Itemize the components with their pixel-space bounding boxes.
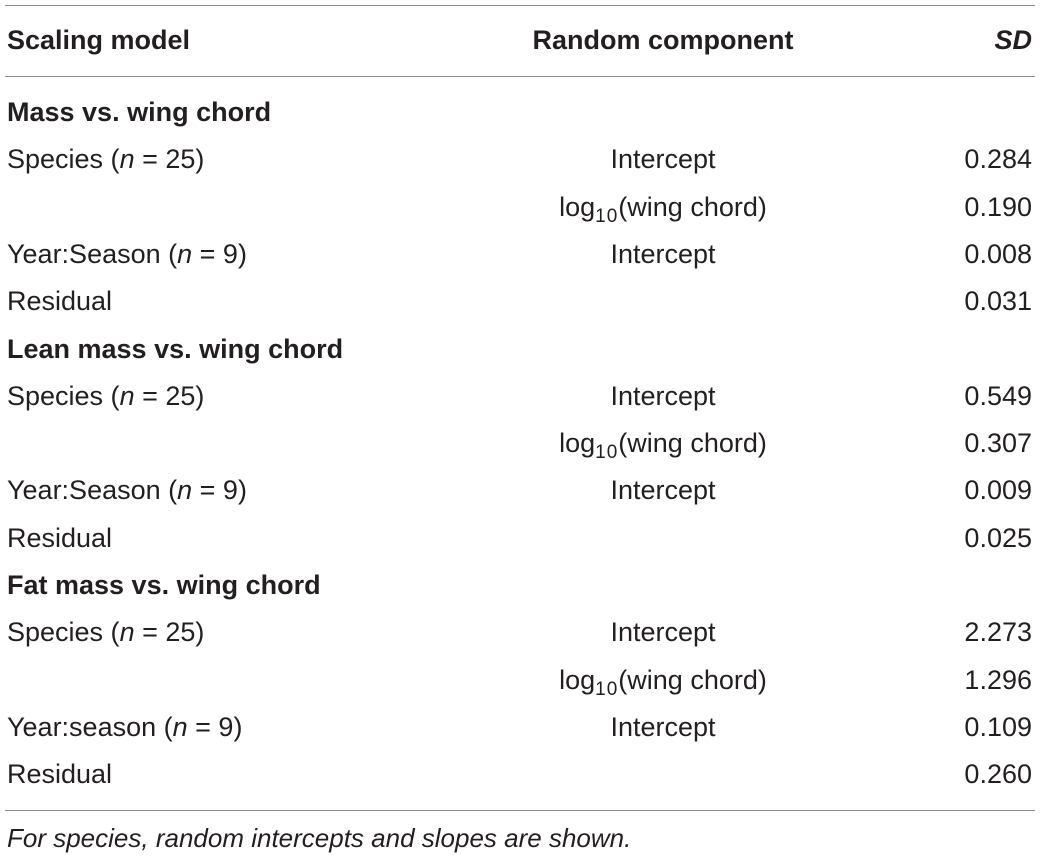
sd-value: 0.284 <box>964 144 1032 175</box>
random-component-cell: Intercept <box>498 136 828 183</box>
sample-size-symbol: n <box>177 475 193 506</box>
sample-size-symbol: n <box>172 711 188 742</box>
top-rule <box>5 5 1035 6</box>
random-component-cell: Intercept <box>498 467 828 514</box>
component-term: (wing chord) <box>618 191 767 222</box>
table-header: Scaling model Random component SD <box>0 17 1040 64</box>
component-label: log <box>559 664 596 695</box>
random-component-cell: Intercept <box>498 704 828 751</box>
table-row: Species (n = 25) Intercept 0.549 <box>0 373 1040 420</box>
model-label: Species ( <box>7 617 120 648</box>
table-footnote: For species, random intercepts and slope… <box>7 823 632 853</box>
sd-value: 0.260 <box>964 759 1032 790</box>
scaling-model-cell: Species (n = 25) <box>7 373 204 420</box>
model-label: Species ( <box>7 380 120 411</box>
random-component-cell: log10(wing chord) <box>498 657 828 704</box>
sample-size-symbol: n <box>177 238 193 269</box>
table-row: log10(wing chord) 1.296 <box>0 657 1040 704</box>
model-label: Residual <box>7 759 113 790</box>
component-label: Intercept <box>610 475 716 506</box>
header-random-component: Random component <box>532 25 794 55</box>
table-row: log10(wing chord) 0.307 <box>0 420 1040 467</box>
component-label: Intercept <box>610 711 716 742</box>
table-row: log10(wing chord) 0.190 <box>0 184 1040 231</box>
header-sd: SD <box>994 25 1032 55</box>
sd-value: 0.307 <box>964 428 1032 459</box>
table-row: Year:Season (n = 9) Intercept 0.008 <box>0 231 1040 278</box>
table-row: Species (n = 25) Intercept 0.284 <box>0 136 1040 183</box>
random-component-cell: log10(wing chord) <box>498 184 828 231</box>
scaling-model-cell: Year:Season (n = 9) <box>7 467 247 514</box>
bottom-rule <box>5 810 1035 811</box>
random-component-cell: Intercept <box>498 609 828 656</box>
sample-size-value: = 25) <box>134 144 205 175</box>
sample-size-value: = 9) <box>187 711 243 742</box>
sample-size-symbol: n <box>119 617 135 648</box>
log-base-subscript: 10 <box>595 205 619 227</box>
section-title: Lean mass vs. wing chord <box>7 333 344 364</box>
sd-value: 1.296 <box>964 664 1032 695</box>
sample-size-value: = 25) <box>134 380 205 411</box>
sd-value: 0.031 <box>964 286 1032 317</box>
header-rule <box>5 76 1035 77</box>
sd-value: 0.008 <box>964 238 1032 269</box>
table-row: Residual 0.025 <box>0 515 1040 562</box>
model-label: Residual <box>7 522 113 553</box>
log-base-subscript: 10 <box>595 442 619 464</box>
sd-value: 0.190 <box>964 191 1032 222</box>
sample-size-symbol: n <box>119 380 135 411</box>
sample-size-value: = 9) <box>192 238 247 269</box>
scaling-model-cell: Residual <box>7 278 112 325</box>
component-label: Intercept <box>610 238 716 269</box>
sd-value: 2.273 <box>964 617 1032 648</box>
sample-size-symbol: n <box>119 144 135 175</box>
component-label: Intercept <box>610 617 716 648</box>
random-component-cell: Intercept <box>498 231 828 278</box>
log-base-subscript: 10 <box>595 678 619 700</box>
component-term: (wing chord) <box>618 664 767 695</box>
scaling-model-cell: Species (n = 25) <box>7 136 204 183</box>
component-label: log <box>559 191 596 222</box>
random-component-cell: log10(wing chord) <box>498 420 828 467</box>
section-heading-row: Mass vs. wing chord <box>0 89 1040 136</box>
component-label: Intercept <box>610 380 716 411</box>
table-row: Year:season (n = 9) Intercept 0.109 <box>0 704 1040 751</box>
component-term: (wing chord) <box>618 428 767 459</box>
table-row: Residual 0.260 <box>0 751 1040 798</box>
table-row: Year:Season (n = 9) Intercept 0.009 <box>0 467 1040 514</box>
sd-value: 0.109 <box>964 711 1032 742</box>
scaling-model-cell: Residual <box>7 751 112 798</box>
sd-value: 0.025 <box>964 522 1032 553</box>
section-heading-row: Fat mass vs. wing chord <box>0 562 1040 609</box>
sd-value: 0.549 <box>964 380 1032 411</box>
section-title: Mass vs. wing chord <box>7 97 272 127</box>
sample-size-value: = 25) <box>134 617 205 648</box>
scaling-model-cell: Year:season (n = 9) <box>7 704 242 751</box>
section-title: Fat mass vs. wing chord <box>7 570 321 600</box>
sd-value: 0.009 <box>964 475 1032 506</box>
model-label: Year:Season ( <box>7 238 178 269</box>
model-label: Residual <box>7 286 113 317</box>
scaling-model-cell: Species (n = 25) <box>7 609 204 656</box>
model-label: Species ( <box>7 144 120 175</box>
random-component-cell: Intercept <box>498 373 828 420</box>
table-row: Residual 0.031 <box>0 278 1040 325</box>
scaling-model-cell: Year:Season (n = 9) <box>7 231 247 278</box>
model-label: Year:season ( <box>7 711 173 742</box>
component-label: Intercept <box>610 144 716 175</box>
section-heading-row: Lean mass vs. wing chord <box>0 326 1040 373</box>
table-row: Species (n = 25) Intercept 2.273 <box>0 609 1040 656</box>
scaling-model-cell: Residual <box>7 515 112 562</box>
header-scaling-model: Scaling model <box>7 25 191 55</box>
sample-size-value: = 9) <box>192 475 247 506</box>
model-label: Year:Season ( <box>7 475 178 506</box>
component-label: log <box>559 428 596 459</box>
